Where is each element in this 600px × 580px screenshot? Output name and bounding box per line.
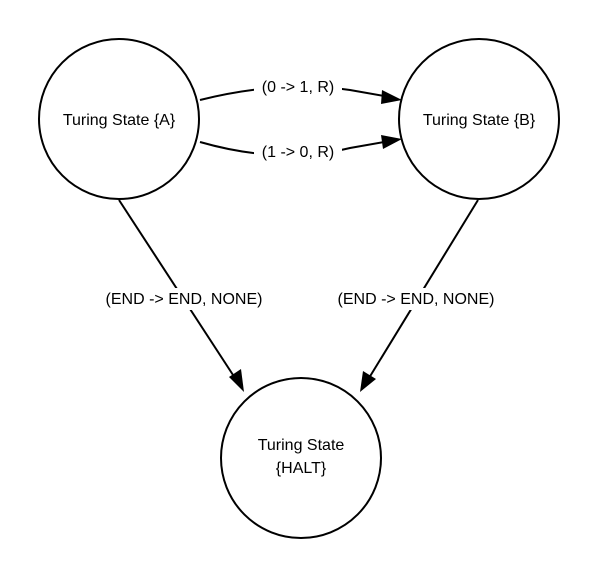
edge-b-to-halt: (END -> END, NONE): [327, 199, 505, 392]
state-label-a: Turing State {A}: [63, 112, 176, 129]
edge-a-to-halt: (END -> END, NONE): [98, 199, 274, 392]
arrowhead-icon: [381, 135, 402, 149]
arrowhead-icon: [381, 90, 402, 104]
edge-a-to-b-top: (0 -> 1, R): [199, 76, 402, 104]
state-label-b: Turing State {B}: [423, 112, 536, 129]
edge-label-a-to-b-top: (0 -> 1, R): [262, 79, 334, 96]
arrowhead-icon: [360, 371, 376, 392]
state-label-halt-line2: {HALT}: [276, 460, 327, 477]
arrowhead-icon: [229, 369, 244, 392]
state-node-halt: Turing State {HALT}: [220, 377, 382, 539]
state-node-b: Turing State {B}: [398, 38, 560, 200]
state-node-a: Turing State {A}: [38, 38, 200, 200]
edge-a-to-b-bottom: (1 -> 0, R): [199, 135, 402, 161]
edge-label-b-to-halt: (END -> END, NONE): [338, 291, 495, 308]
edge-label-a-to-b-bottom: (1 -> 0, R): [262, 144, 334, 161]
state-label-halt-line1: Turing State: [258, 437, 345, 454]
edge-label-a-to-halt: (END -> END, NONE): [106, 291, 263, 308]
